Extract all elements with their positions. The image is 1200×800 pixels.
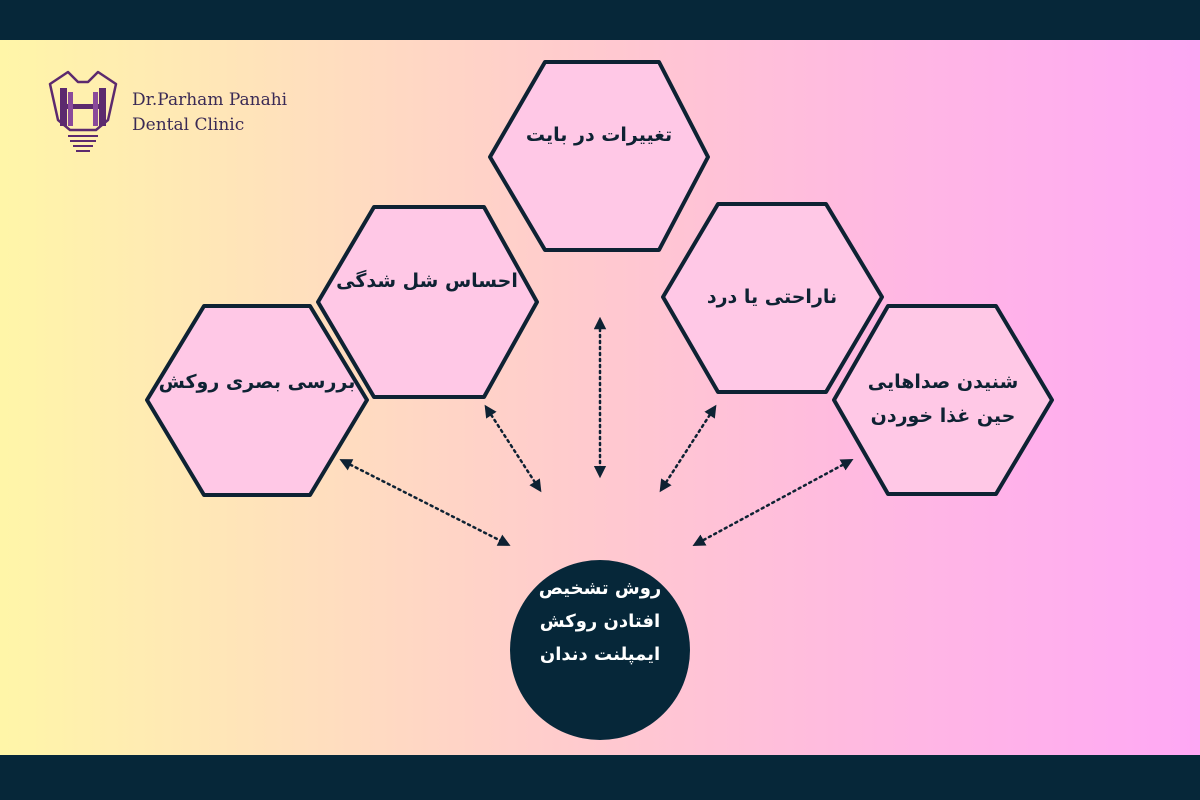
hexagon-pain [661, 202, 884, 394]
clinic-subtitle: Dental Clinic [132, 115, 245, 135]
center-label: روش تشخیص افتادن روکش ایمپلنت دندان [538, 578, 662, 665]
connector-arrows [339, 316, 854, 546]
center-circle [510, 560, 690, 740]
connector-arrow-sounds [692, 459, 854, 546]
node-label-sounds: شنیدن صداهایی حین غذا خوردن [867, 371, 1019, 427]
hexagon-visual-check [145, 304, 369, 497]
clinic-logo: Dr.Parham Panahi Dental Clinic [38, 68, 298, 158]
clinic-name: Dr.Parham Panahi [132, 90, 288, 110]
node-label-visual-check: بررسی بصری روکش [158, 371, 356, 393]
hexagon-sounds [832, 304, 1054, 496]
connector-arrow-visual-check [339, 459, 511, 546]
bottom-band [0, 755, 1200, 800]
connector-arrow-pain [659, 404, 717, 493]
node-label-pain: ناراحتی یا درد [706, 286, 838, 308]
node-label-looseness: احساس شل شدگی [336, 270, 518, 292]
node-label-bite-change: تغییرات در بایت [525, 124, 673, 146]
hexagon-bite-change [488, 60, 710, 252]
hexagon-looseness [316, 205, 539, 399]
connector-arrow-looseness [484, 404, 542, 493]
tooth-implant-icon [48, 70, 118, 152]
top-band [0, 0, 1200, 40]
